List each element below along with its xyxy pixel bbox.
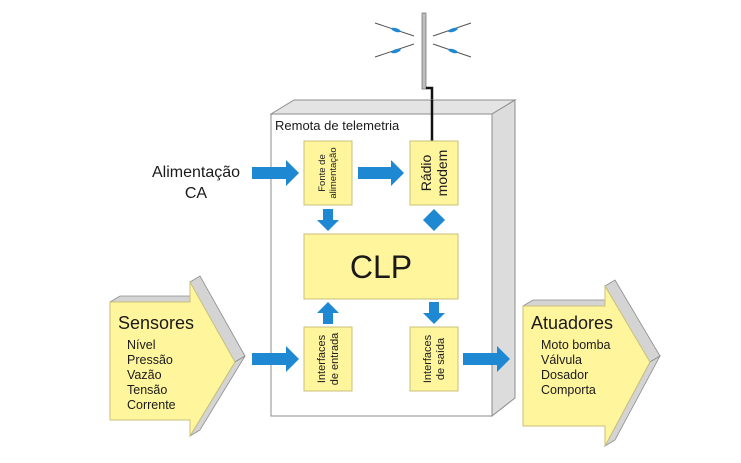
radio-modem-label-line2: modem	[434, 150, 450, 197]
sensor-item: Vazão	[127, 368, 162, 382]
sensors-arrow-shape	[109, 275, 246, 438]
output-interfaces-label-line1: Interfaces	[422, 334, 434, 383]
power-input-label-line2: CA	[185, 185, 208, 202]
output-interfaces-label-line2: de saída	[435, 337, 447, 380]
antenna-mast	[421, 12, 427, 90]
radio-modem-label-line1: Rádio	[418, 155, 434, 192]
actuators-arrow-shape	[522, 279, 662, 448]
arrow-power-to-plc	[317, 209, 339, 231]
power-supply-block	[303, 140, 353, 206]
sensor-item: Pressão	[127, 353, 173, 367]
input-interfaces-block	[303, 326, 353, 392]
enclosure-top	[269, 99, 517, 115]
flow-arrows	[252, 160, 510, 372]
power-supply-label-line1: Fonte de	[317, 154, 328, 192]
actuator-item: Dosador	[541, 368, 588, 382]
actuator-item: Moto bomba	[541, 338, 611, 352]
actuator-item: Comporta	[541, 383, 596, 397]
plc-label: CLP	[350, 249, 412, 285]
arrow-sensors-to-input	[252, 346, 299, 372]
actuators-title: Atuadores	[531, 313, 613, 333]
power-input-label-line1: Alimentação	[152, 164, 240, 181]
input-interfaces-label-line1: Interfaces	[316, 334, 328, 383]
sensors-title: Sensores	[118, 313, 194, 333]
power-supply-label-line2: alimentação	[328, 147, 339, 198]
arrow-input-to-plc	[317, 302, 339, 324]
input-interfaces-label-line2: de entrada	[329, 332, 341, 385]
enclosure-title: Remota de telemetria	[275, 118, 400, 133]
enclosure-side	[491, 99, 516, 418]
sensor-item: Nível	[127, 338, 155, 352]
radio-modem-block	[409, 140, 459, 206]
sensor-item: Corrente	[127, 398, 176, 412]
sensor-item: Tensão	[127, 383, 167, 397]
plc-block	[303, 233, 459, 300]
output-interfaces-block	[409, 326, 459, 392]
arrow-ac-to-power-supply	[252, 160, 299, 186]
actuator-item: Válvula	[541, 353, 582, 367]
arrow-output-to-actuators	[463, 346, 510, 372]
arrow-power-to-radio	[358, 160, 404, 186]
arrow-plc-to-output	[423, 302, 445, 324]
radio-wave-sparks	[391, 27, 458, 54]
